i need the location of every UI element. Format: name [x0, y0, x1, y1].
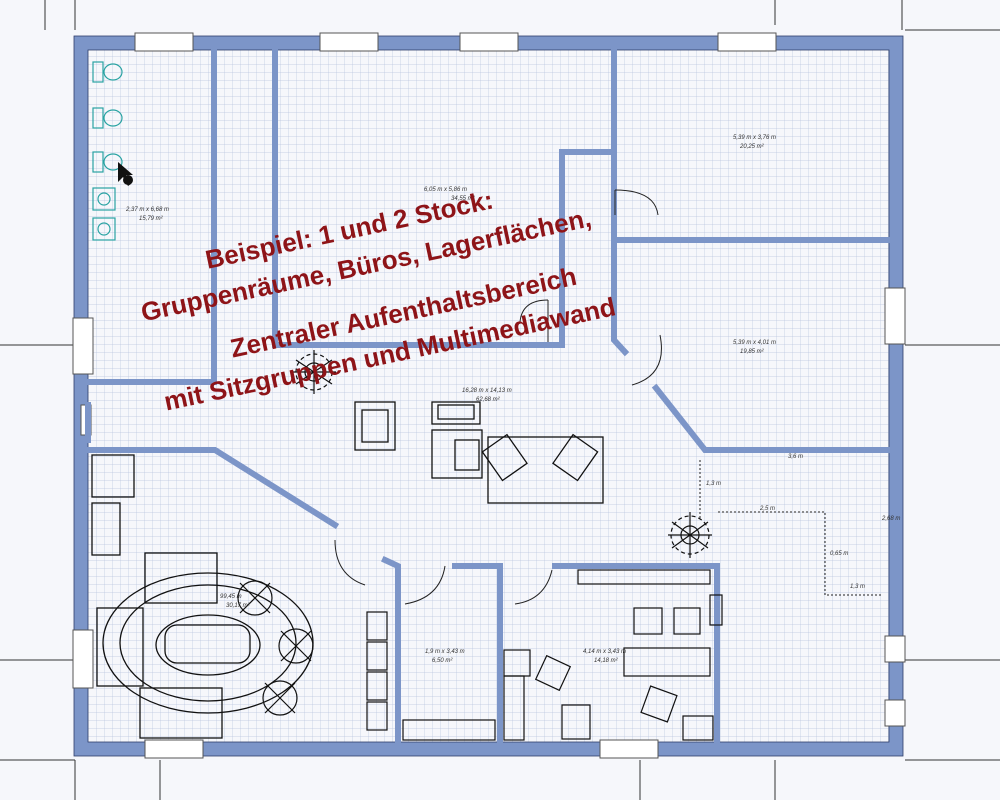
room-area: 6,50 m²: [432, 658, 453, 664]
office-chair-icon: [503, 607, 714, 741]
interior-walls: [85, 47, 893, 745]
windows: [72, 32, 906, 759]
room-size: 1,9 m x 3,43 m: [425, 649, 465, 655]
dimension-label: 1,3 m: [850, 584, 865, 590]
room-size: 16,28 m x 14,13 m: [462, 388, 512, 394]
cursor-icon: [118, 162, 133, 186]
dimension-label: 2,68 m: [881, 516, 900, 522]
armchair-icon: [354, 401, 599, 482]
room-labels: 2,37 m x 6,68 m 15,79 m² 6,05 m x 5,86 m…: [125, 135, 900, 664]
doors: [334, 189, 882, 605]
floor-grid: [88, 50, 890, 742]
room-size: 6,05 m x 5,86 m: [424, 187, 467, 193]
room-size: 5,39 m x 4,01 m: [733, 340, 776, 346]
room-area: 14,18 m²: [594, 658, 619, 664]
plant-icon: [292, 350, 712, 558]
room-size: 99,45 m: [220, 594, 242, 600]
dimension-label: 3,6 m: [788, 454, 803, 460]
round-table-icon: [237, 580, 314, 716]
dimension-label: 2,5 m: [759, 506, 775, 512]
desk-icon: [487, 436, 604, 504]
dimension-label: 1,3 m: [706, 481, 721, 487]
room-area: 30,17 m²: [226, 603, 251, 609]
room-area: 20,25 m²: [739, 144, 765, 150]
room-size: 5,39 m x 3,76 m: [733, 135, 776, 141]
toilet-icon: [92, 61, 123, 173]
room-area: 34,55 m²: [451, 196, 476, 202]
room-size: 2,37 m x 6,68 m: [125, 207, 169, 213]
room-size: 4,14 m x 3,43 m: [583, 649, 626, 655]
shelves: [366, 569, 723, 741]
dimension-label: 0,65 m: [830, 551, 848, 557]
sink-icon: [92, 187, 116, 241]
room-area: 19,85 m²: [740, 349, 765, 355]
room-area: 62,68 m²: [476, 397, 501, 403]
room-area: 15,79 m²: [139, 216, 164, 222]
